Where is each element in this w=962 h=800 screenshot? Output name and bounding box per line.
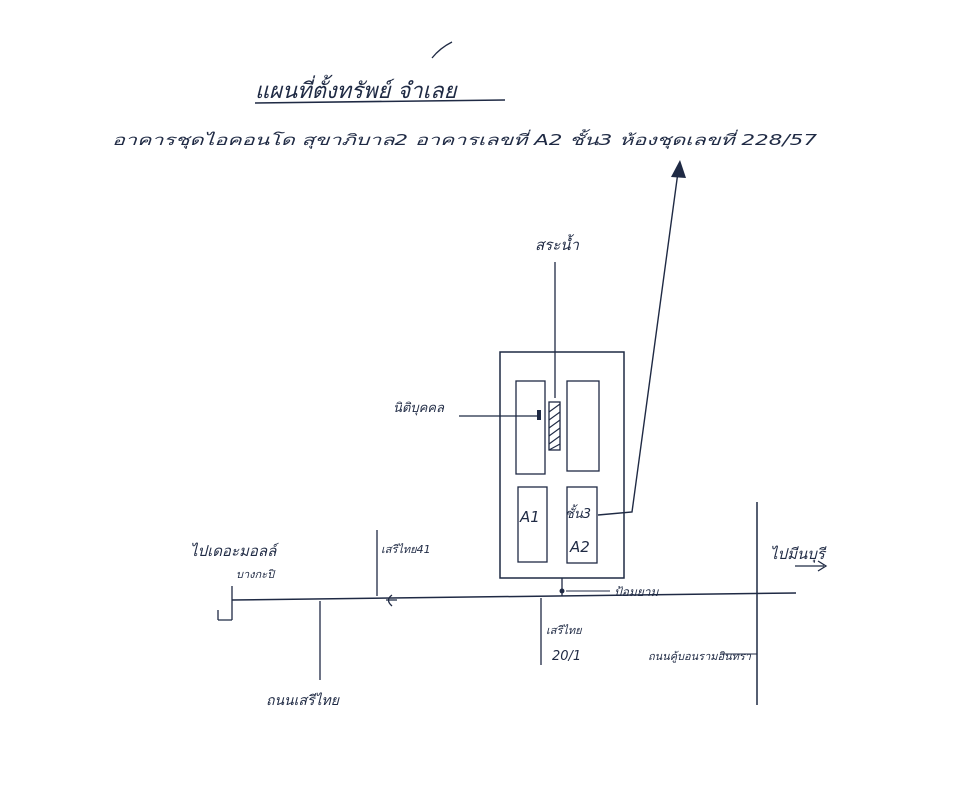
- juristic-office-marker: [537, 410, 541, 420]
- pointer-arrowhead: [671, 160, 686, 178]
- seri-thai-41-label: เสรีไทย41: [381, 543, 431, 556]
- building-a2-floor-label: ชั้น3: [565, 504, 591, 522]
- title-underline: [254, 99, 506, 104]
- map-title: แผนที่ตั้งทรัพย์ จำเลย: [255, 74, 459, 104]
- pool-hatching: [548, 403, 561, 451]
- building-a1-label: A1: [519, 508, 540, 526]
- pool-label: สระน้ำ: [535, 234, 580, 254]
- khubon-ramintra-label: ถนนคู้บอนรามอินทรา: [648, 650, 752, 663]
- u-turn-marker: [386, 594, 397, 607]
- to-minburi-arrow: [795, 560, 828, 572]
- guard-post-marker: [559, 588, 565, 594]
- title-stroke-mark: [431, 41, 453, 59]
- pointer-arrow-line: [597, 171, 679, 516]
- main-road: [231, 592, 797, 601]
- pool-shape: [548, 401, 561, 451]
- guard-post-label: ป้อมยาม: [614, 585, 660, 599]
- building-a2-label: A2: [569, 538, 590, 556]
- building-top-right: [566, 380, 600, 472]
- seri-thai-20-1-label-line1: เสรีไทย: [546, 624, 583, 637]
- road-left-end: [217, 586, 233, 621]
- building-a1: [517, 486, 548, 563]
- property-address: อาคารชุดไอคอนโด สุขาภิบาล2 อาคารเลขที่ A…: [112, 129, 818, 149]
- to-minburi-label: ไปมีนบุรี: [770, 545, 827, 563]
- bangkapi-label: บางกะปิ: [236, 568, 276, 581]
- to-the-mall-label: ไปเดอะมอลล์: [190, 542, 279, 560]
- seri-thai-road-label: ถนนเสรีไทย: [266, 692, 340, 709]
- seri-thai-20-1-label-line2: 20/1: [552, 649, 581, 664]
- building-a2: [566, 486, 598, 564]
- juristic-office-label: นิติบุคคล: [393, 401, 445, 416]
- building-top-left: [515, 380, 546, 475]
